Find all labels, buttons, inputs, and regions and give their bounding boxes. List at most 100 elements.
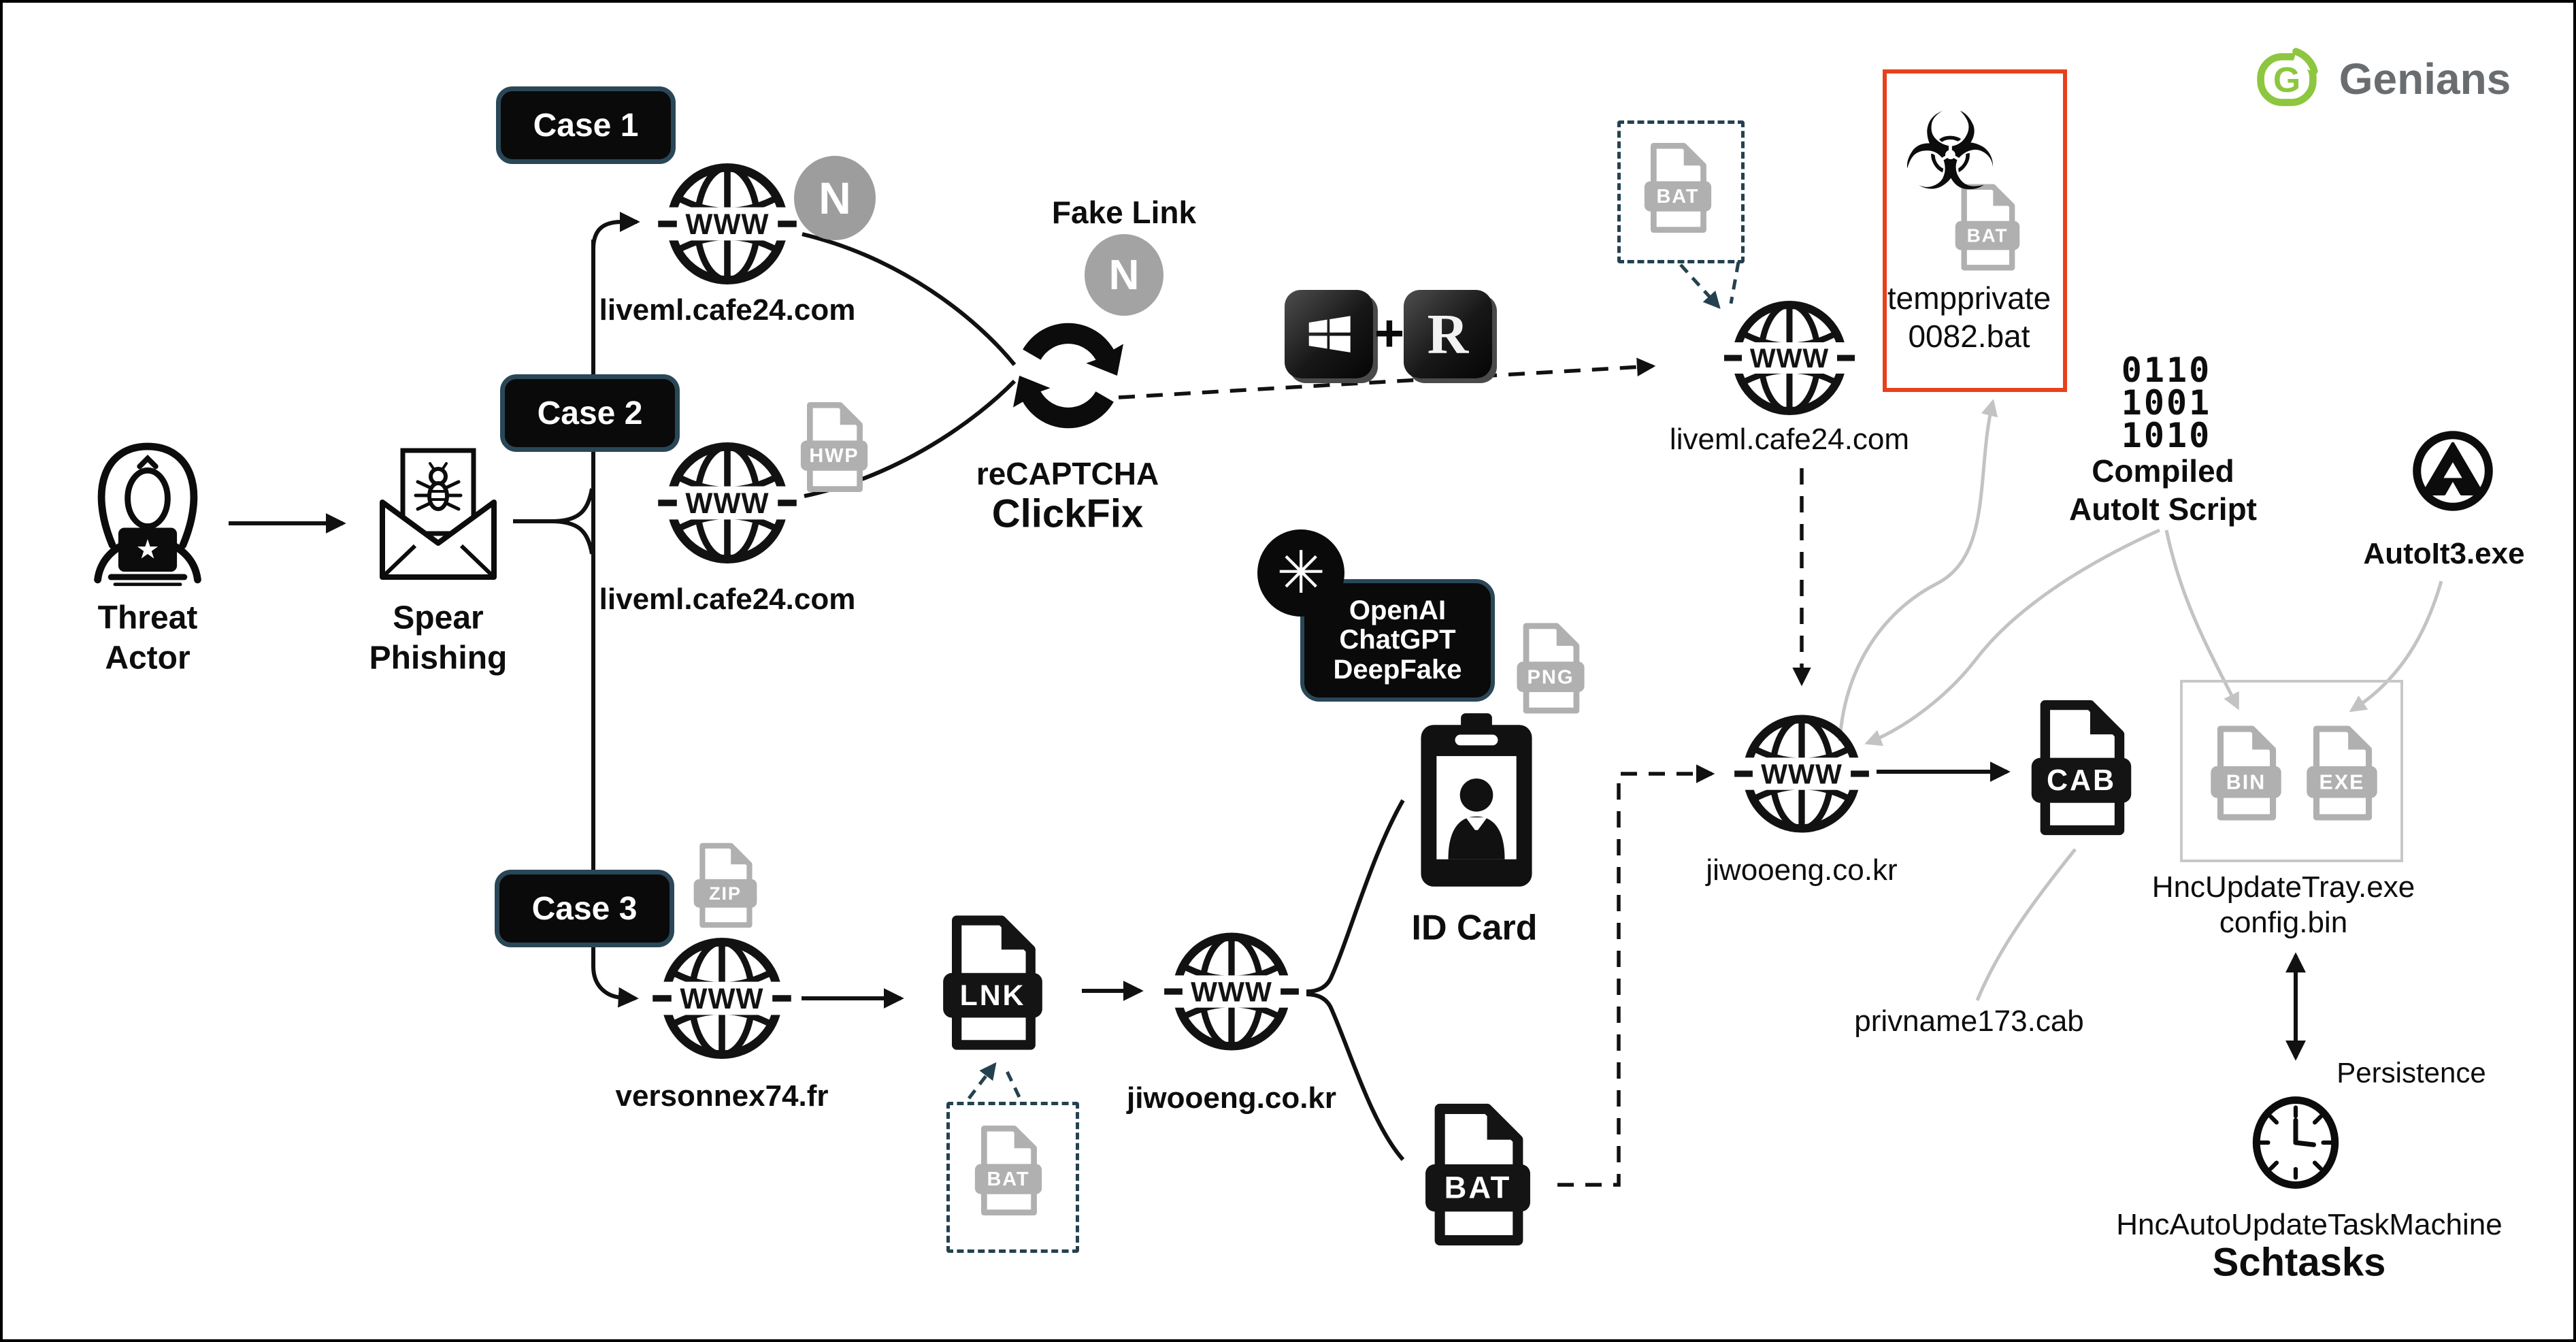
spear-phishing-label: Spear Phishing: [369, 600, 508, 676]
persistence-label: Persistence: [2336, 1056, 2486, 1089]
windows-key-icon: [1285, 290, 1373, 378]
callout-bat-lnk-a: [968, 1062, 997, 1100]
case2-label: Case 2: [537, 395, 643, 431]
recaptcha-label: reCAPTCHA: [976, 455, 1159, 491]
case1-label: Case 1: [533, 107, 639, 144]
globe-icon-case2: WWW: [655, 431, 799, 575]
biohazard-icon: ☣: [1902, 90, 1998, 215]
globe-icon-jiwooeng-case3: WWW: [1161, 921, 1302, 1062]
grey-curve-compiled-jiwooeng: [1864, 528, 2161, 747]
cab-file-icon: CAB: [2028, 698, 2135, 837]
www-icon-text: WWW: [685, 208, 769, 240]
openai-chip: OpenAI ChatGPT DeepFake: [1300, 579, 1495, 702]
autoit-exe-label: AutoIt3.exe: [2363, 537, 2525, 571]
www-icon-text: WWW: [1750, 344, 1829, 374]
bat-label: BAT: [987, 1168, 1029, 1190]
case3-label: Case 3: [531, 890, 638, 927]
domain-liveml-c2: liveml.cafe24.com: [1669, 423, 1910, 457]
hwp-label: HWP: [809, 445, 859, 467]
www-icon-text: WWW: [680, 983, 763, 1015]
star-icon: ★: [135, 536, 159, 565]
globe-icon-jiwooeng-mid: WWW: [1732, 704, 1872, 844]
domain-jiwooeng-mid: jiwooeng.co.kr: [1706, 853, 1898, 887]
www-icon-text: WWW: [685, 487, 769, 519]
naver-letter: N: [1108, 251, 1140, 299]
globe-icon-case3: WWW: [650, 926, 794, 1070]
case2-badge: Case 2: [500, 374, 680, 452]
png-label: PNG: [1528, 666, 1574, 688]
id-card-label: ID Card: [1411, 908, 1538, 948]
hwp-file-icon: HWP: [798, 401, 870, 493]
exe-file-icon: EXE: [2304, 725, 2380, 821]
genians-logo-icon: G: [2254, 46, 2319, 112]
grey-box-dropped-files: [2180, 680, 2403, 862]
curve-case1-clickfix: [802, 232, 1017, 366]
domain-case3: versonnex74.fr: [615, 1079, 829, 1113]
spear-phishing-icon: [370, 442, 506, 587]
recaptcha-clickfix-icon: [1013, 321, 1123, 431]
compiled-autoit-label: Compiled AutoIt Script: [2069, 453, 2257, 527]
bin-file-icon: BIN: [2208, 725, 2284, 821]
alert-red-box: [1883, 69, 2067, 392]
callout-bat-globe-a: [1679, 263, 1721, 309]
openai-chip-label: OpenAI ChatGPT DeepFake: [1333, 595, 1462, 685]
arrow-trunk-case1: [591, 212, 640, 250]
grey-curve-jiwooeng-tempprivate: [1838, 399, 1998, 742]
globe-icon-case1: WWW: [655, 152, 799, 296]
plus-sign: +: [1374, 304, 1405, 363]
bat-file-icon-top: BAT: [1642, 142, 1714, 234]
exe-label: EXE: [2319, 770, 2365, 793]
brand-name: Genians: [2339, 54, 2511, 103]
brace-jiwooeng-split: [1306, 799, 1405, 1161]
grey-curve-privname-cab: [1975, 848, 2077, 1001]
zip-file-icon: ZIP: [691, 840, 759, 930]
bat-label: BAT: [1656, 186, 1699, 208]
dashed-arrow-bat-jiwooeng: [1557, 764, 1715, 1187]
connector-layer: [229, 212, 2443, 1187]
threat-actor-label: Threat Actor: [97, 600, 198, 676]
tempprivate-label: tempprivate 0082.bat: [1887, 280, 2051, 354]
hnc-files-label: HncUpdateTray.exe config.bin: [2151, 870, 2415, 939]
bat-file-icon-bottom: BAT: [972, 1124, 1044, 1217]
schedule-clock-icon: [2243, 1090, 2349, 1196]
threat-actor-icon: ★: [76, 432, 219, 592]
domain-jiwooeng-case3: jiwooeng.co.kr: [1126, 1081, 1337, 1115]
id-card-icon: [1413, 711, 1540, 900]
run-key-icon: R: [1404, 290, 1492, 378]
grey-curve-autoit-exe: [2349, 580, 2443, 713]
case1-badge: Case 1: [496, 86, 676, 164]
bat-label: BAT: [1444, 1171, 1512, 1205]
bat-file-icon-tempprivate: BAT: [1953, 183, 2022, 272]
domain-case2: liveml.cafe24.com: [599, 583, 856, 617]
naver-icon-case1: N: [794, 156, 876, 240]
fake-link-label: Fake Link: [1051, 194, 1197, 230]
openai-logo-icon: ✳: [1257, 529, 1344, 617]
callout-bat-lnk-b: [1002, 1064, 1021, 1098]
grey-curve-compiled-bin: [2164, 529, 2240, 710]
bat-label: BAT: [1967, 225, 2009, 246]
brace-phishing-trunk: [513, 488, 594, 555]
case3-badge: Case 3: [495, 870, 674, 947]
schtasks-label: Schtasks: [2212, 1240, 2386, 1285]
www-icon-text: WWW: [1761, 758, 1843, 789]
genians-g-glyph: G: [2273, 60, 2300, 99]
bin-label: BIN: [2226, 770, 2266, 793]
openai-flower-glyph: ✳: [1276, 539, 1326, 607]
privname-label: privname173.cab: [1854, 1004, 2084, 1038]
www-icon-text: WWW: [1191, 976, 1272, 1007]
globe-icon-liveml-c2: WWW: [1721, 290, 1857, 426]
dashed-box-bat-bottom: [946, 1102, 1079, 1253]
naver-letter: N: [819, 173, 851, 223]
arrow-trunk-case3: [591, 966, 639, 1008]
r-key-letter: R: [1427, 302, 1469, 366]
dashed-box-bat-top: [1617, 120, 1745, 263]
binary-code-text: 0110 1001 1010: [2121, 350, 2212, 455]
dashed-arrow-clickfix-liveml: [1118, 357, 1656, 399]
png-file-icon: PNG: [1513, 622, 1588, 715]
lnk-file-icon: LNK: [922, 915, 1063, 1051]
autoit-icon: [2398, 416, 2507, 525]
bat-file-icon-solid: BAT: [1411, 1102, 1545, 1247]
naver-icon-fakelink: N: [1085, 234, 1163, 316]
zip-label: ZIP: [709, 883, 742, 904]
